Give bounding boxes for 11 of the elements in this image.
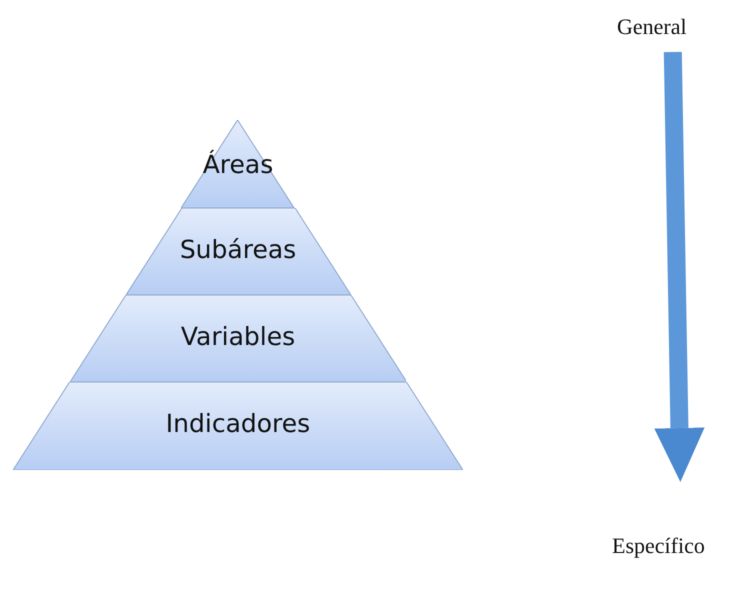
- pyramid-tier: [126, 208, 350, 295]
- pyramid-tier: [70, 295, 406, 382]
- tier-label: Áreas: [202, 150, 274, 179]
- pyramid-tier: [13, 382, 463, 470]
- scale-label: Específico: [612, 533, 705, 559]
- tier-label: Subáreas: [178, 234, 298, 264]
- pyramid-tier: [181, 120, 295, 208]
- arrow: [654, 52, 705, 482]
- scale-label: General: [617, 14, 687, 40]
- tier-label: Indicadores: [164, 409, 312, 438]
- tier-label: Variables: [180, 322, 296, 350]
